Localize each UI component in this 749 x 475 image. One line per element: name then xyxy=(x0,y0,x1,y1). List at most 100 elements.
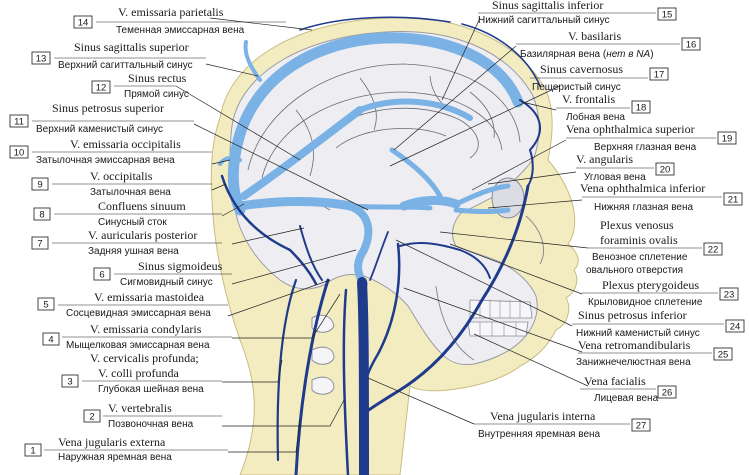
label-11: 11 Sinus petrosus superior Верхний камен… xyxy=(9,101,194,135)
svg-text:Сигмовидный синус: Сигмовидный синус xyxy=(120,277,213,288)
svg-text:2: 2 xyxy=(89,412,94,423)
inferior-petrosal-sinus xyxy=(369,231,389,281)
svg-text:Крыловидное сплетение: Крыловидное сплетение xyxy=(588,297,703,308)
svg-text:25: 25 xyxy=(718,350,729,361)
inferior-sagittal-sinus xyxy=(357,98,473,121)
svg-text:Vena ophthalmica superior: Vena ophthalmica superior xyxy=(566,122,695,136)
superior-petrosal-sinus xyxy=(347,203,433,211)
svg-text:19: 19 xyxy=(722,134,733,145)
svg-text:Нижний сагиттальный синус: Нижний сагиттальный синус xyxy=(478,15,610,26)
retromandibular-vein xyxy=(364,242,401,382)
svg-text:V. emissaria occipitalis: V. emissaria occipitalis xyxy=(70,137,181,151)
svg-text:Confluens sinuum: Confluens sinuum xyxy=(98,199,186,213)
svg-text:Vena facialis: Vena facialis xyxy=(584,374,646,388)
svg-text:V. colli profunda: V. colli profunda xyxy=(98,366,179,380)
svg-text:4: 4 xyxy=(48,335,53,346)
svg-text:Занижнечелюстная вена: Занижнечелюстная вена xyxy=(576,357,691,368)
svg-text:Sinus sagittalis inferior: Sinus sagittalis inferior xyxy=(492,0,603,12)
svg-text:8: 8 xyxy=(39,210,44,221)
svg-text:Базилярная вена (нет в NA): Базилярная вена (нет в NA) xyxy=(520,49,654,60)
svg-text:22: 22 xyxy=(708,245,719,256)
svg-text:27: 27 xyxy=(636,421,647,432)
svg-text:V. frontalis: V. frontalis xyxy=(562,92,615,106)
svg-text:Лицевая вена: Лицевая вена xyxy=(594,393,659,404)
external-jugular-vein xyxy=(294,278,330,475)
angular-vein xyxy=(527,149,534,187)
svg-text:V. basilaris: V. basilaris xyxy=(568,29,621,43)
svg-text:16: 16 xyxy=(686,40,697,51)
svg-text:10: 10 xyxy=(14,148,25,159)
svg-text:V. vertebralis: V. vertebralis xyxy=(108,401,172,415)
svg-text:Затылочная вена: Затылочная вена xyxy=(90,187,171,198)
basilar-vein xyxy=(389,147,443,199)
svg-text:V. emissaria parietalis: V. emissaria parietalis xyxy=(118,5,224,19)
svg-text:Синусный сток: Синусный сток xyxy=(98,217,167,228)
svg-text:9: 9 xyxy=(37,180,42,191)
superior-sagittal-sinus xyxy=(227,32,524,216)
svg-text:V. angularis: V. angularis xyxy=(576,152,633,166)
svg-text:Позвоночная вена: Позвоночная вена xyxy=(108,419,194,430)
label-6: 6 Sinus sigmoideus Сигмовидный синус xyxy=(93,259,232,288)
label-14: 14 V. emissaria parietalis Теменная эмис… xyxy=(73,5,286,36)
label-1: 1 Vena jugularis externa Наружная яремна… xyxy=(24,435,228,463)
ophthalmic-veins xyxy=(453,183,511,214)
svg-text:Нижняя глазная вена: Нижняя глазная вена xyxy=(594,202,693,213)
svg-text:Угловая вена: Угловая вена xyxy=(584,172,646,183)
svg-text:foraminis ovalis: foraminis ovalis xyxy=(600,233,678,247)
svg-text:Sinus rectus: Sinus rectus xyxy=(128,71,187,85)
posterior-auricular-vein xyxy=(299,225,323,281)
deep-cervical-vein xyxy=(276,278,298,462)
label-15: Sinus sagittalis inferior Нижний сагитта… xyxy=(478,0,677,26)
cavernous-sinus xyxy=(399,195,461,211)
svg-text:17: 17 xyxy=(654,70,665,81)
svg-text:Верхний каменистый синус: Верхний каменистый синус xyxy=(36,124,163,135)
svg-text:V. emissaria condylaris: V. emissaria condylaris xyxy=(90,322,202,336)
svg-text:V. emissaria mastoidea: V. emissaria mastoidea xyxy=(94,290,205,304)
label-4: 4 V. emissaria condylaris Мыщелковая эми… xyxy=(42,322,232,351)
transverse-sinus xyxy=(235,197,355,211)
svg-text:Задняя ушная вена: Задняя ушная вена xyxy=(88,246,179,257)
label-9: 9 V. occipitalis Затылочная вена xyxy=(31,169,212,198)
svg-text:V. occipitalis: V. occipitalis xyxy=(90,169,153,183)
svg-text:овального отверстия: овального отверстия xyxy=(586,265,683,276)
internal-jugular-vein xyxy=(357,277,369,475)
svg-text:Венозное сплетение: Венозное сплетение xyxy=(592,252,688,263)
label-16: V. basilaris Базилярная вена (нет в NA) … xyxy=(516,29,701,60)
svg-text:V. cervicalis profunda;: V. cervicalis profunda; xyxy=(90,351,199,365)
svg-text:Sinus cavernosus: Sinus cavernosus xyxy=(540,62,623,76)
svg-text:Sinus sagittalis superior: Sinus sagittalis superior xyxy=(74,40,189,54)
svg-text:Теменная эмиссарная вена: Теменная эмиссарная вена xyxy=(116,25,245,36)
svg-text:Vena ophthalmica inferior: Vena ophthalmica inferior xyxy=(580,181,705,195)
label-22: Plexus venosus foraminis ovalis Венозное… xyxy=(586,218,723,276)
label-20: V. angularis Угловая вена 20 xyxy=(576,152,675,183)
svg-text:Затылочная эмиссарная вена: Затылочная эмиссарная вена xyxy=(36,155,175,166)
label-13: 13 Sinus sagittalis superior Верхний саг… xyxy=(31,40,206,71)
occipital-vein xyxy=(220,174,318,286)
svg-text:12: 12 xyxy=(96,83,107,94)
label-18: V. frontalis Лобная вена 18 xyxy=(556,92,651,123)
svg-text:Plexus pterygoideus: Plexus pterygoideus xyxy=(602,278,699,292)
label-19: Vena ophthalmica superior Верхняя глазна… xyxy=(566,122,737,153)
svg-text:V. auricularis posterior: V. auricularis posterior xyxy=(88,228,197,242)
vertebral-vein xyxy=(342,288,350,475)
label-3: V. cervicalis profunda; 3 V. colli profu… xyxy=(61,351,222,395)
extracranial-veins xyxy=(220,16,541,475)
leader-lines xyxy=(175,17,589,453)
label-27: Vena jugularis interna Внутренняя яремна… xyxy=(474,409,651,440)
svg-text:Vena jugularis externa: Vena jugularis externa xyxy=(58,435,166,449)
svg-text:11: 11 xyxy=(14,117,24,128)
svg-text:15: 15 xyxy=(662,10,673,21)
label-10: 10 V. emissaria occipitalis Затылочная э… xyxy=(9,137,212,166)
svg-text:Пещеристый синус: Пещеристый синус xyxy=(532,82,621,93)
svg-text:26: 26 xyxy=(662,388,673,399)
svg-text:Vena jugularis interna: Vena jugularis interna xyxy=(490,409,596,423)
svg-text:Верхняя глазная вена: Верхняя глазная вена xyxy=(594,142,697,153)
svg-text:Прямой синус: Прямой синус xyxy=(124,89,189,100)
label-7: 7 V. auricularis posterior Задняя ушная … xyxy=(31,228,222,257)
facial-vein xyxy=(364,184,530,414)
svg-text:21: 21 xyxy=(728,195,739,206)
sigmoid-sinus xyxy=(346,202,373,288)
svg-text:18: 18 xyxy=(636,103,647,114)
